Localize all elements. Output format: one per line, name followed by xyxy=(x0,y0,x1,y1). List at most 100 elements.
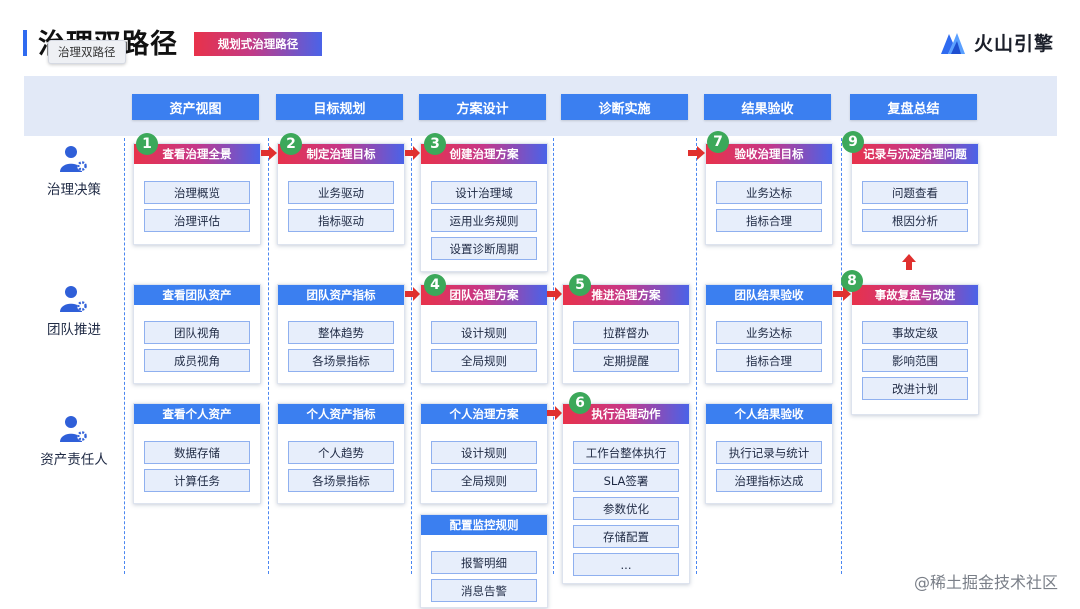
step-card: 事故复盘与改进 事故定级 影响范围 改进计划 xyxy=(851,284,979,415)
card-item: 改进计划 xyxy=(862,377,968,400)
card-item: 全局规则 xyxy=(431,469,537,492)
card-item: 整体趋势 xyxy=(288,321,394,344)
card-title: 查看个人资产 xyxy=(134,404,260,424)
card-title: 记录与沉淀治理问题 xyxy=(852,144,978,164)
arrow-right-icon xyxy=(261,146,277,160)
card-title: 团队资产指标 xyxy=(278,285,404,305)
card-title: 个人治理方案 xyxy=(421,404,547,424)
card-title: 制定治理目标 xyxy=(278,144,404,164)
step-badge: 6 xyxy=(569,392,591,414)
card-item: SLA签署 xyxy=(573,469,679,492)
step-card: 个人治理方案 设计规则 全局规则 xyxy=(420,403,548,504)
arrow-right-icon xyxy=(405,146,420,160)
card-title: 推进治理方案 xyxy=(563,285,689,305)
card-title: 配置监控规则 xyxy=(421,515,547,535)
step-badge: 2 xyxy=(280,133,302,155)
card-item: 根因分析 xyxy=(862,209,968,232)
card-item: 设计规则 xyxy=(431,321,537,344)
card-item: 治理概览 xyxy=(144,181,250,204)
card-item: 全局规则 xyxy=(431,349,537,372)
arrow-right-icon xyxy=(547,406,562,420)
card-item: 问题查看 xyxy=(862,181,968,204)
step-badge: 1 xyxy=(136,133,158,155)
card-item: 治理评估 xyxy=(144,209,250,232)
step-badge: 4 xyxy=(424,274,446,296)
card-item: 治理指标达成 xyxy=(716,469,822,492)
step-badge: 8 xyxy=(841,270,863,292)
step-card: 制定治理目标 业务驱动 指标驱动 xyxy=(277,143,405,245)
title-accent-bar xyxy=(23,30,27,56)
watermark: @稀土掘金技术社区 xyxy=(913,573,1058,592)
column-header: 资产视图 xyxy=(132,94,259,120)
card-item: 业务达标 xyxy=(716,181,822,204)
column-divider xyxy=(696,138,697,574)
step-badge: 7 xyxy=(707,131,729,153)
step-card: 查看团队资产 团队视角 成员视角 xyxy=(133,284,261,384)
card-item: 业务达标 xyxy=(716,321,822,344)
card-item: 各场景指标 xyxy=(288,349,394,372)
card-item: 数据存储 xyxy=(144,441,250,464)
user-gear-icon xyxy=(60,416,87,442)
column-divider xyxy=(411,138,412,574)
column-divider xyxy=(841,138,842,574)
role-asset-owner: 资产责任人 xyxy=(34,414,114,468)
card-title: 查看治理全景 xyxy=(134,144,260,164)
card-item: 设计治理域 xyxy=(431,181,537,204)
column-divider xyxy=(124,138,125,574)
step-card: 个人资产指标 个人趋势 各场景指标 xyxy=(277,403,405,504)
step-card: 验收治理目标 业务达标 指标合理 xyxy=(705,143,833,245)
brand-name: 火山引擎 xyxy=(973,33,1054,55)
path-type-tag: 规划式治理路径 xyxy=(194,32,322,56)
role-decision: 治理决策 xyxy=(34,144,114,198)
arrow-right-icon xyxy=(405,287,420,301)
card-title: 验收治理目标 xyxy=(706,144,832,164)
card-item: 个人趋势 xyxy=(288,441,394,464)
card-item: 消息告警 xyxy=(431,579,537,602)
step-card: 配置监控规则 报警明细 消息告警 xyxy=(420,514,548,608)
card-title: 创建治理方案 xyxy=(421,144,547,164)
column-divider xyxy=(268,138,269,574)
card-item: 业务驱动 xyxy=(288,181,394,204)
card-item: 指标驱动 xyxy=(288,209,394,232)
card-item: 工作台整体执行 xyxy=(573,441,679,464)
volcano-logo-icon xyxy=(940,32,965,54)
step-card: 推进治理方案 拉群督办 定期提醒 xyxy=(562,284,690,384)
card-title: 事故复盘与改进 xyxy=(852,285,978,305)
title-tooltip: 治理双路径 xyxy=(48,40,126,64)
card-title: 个人结果验收 xyxy=(706,404,832,424)
role-label: 团队推进 xyxy=(47,322,101,338)
card-title: 个人资产指标 xyxy=(278,404,404,424)
card-item: 事故定级 xyxy=(862,321,968,344)
role-team: 团队推进 xyxy=(34,284,114,338)
role-label: 治理决策 xyxy=(47,182,101,198)
arrow-up-icon xyxy=(902,254,916,270)
card-item: 指标合理 xyxy=(716,349,822,372)
arrow-right-icon xyxy=(833,287,851,301)
step-card: 查看治理全景 治理概览 治理评估 xyxy=(133,143,261,245)
card-item: 执行记录与统计 xyxy=(716,441,822,464)
arrow-right-icon xyxy=(688,146,705,160)
step-badge: 9 xyxy=(842,131,864,153)
card-item: ... xyxy=(573,553,679,576)
column-header: 复盘总结 xyxy=(850,94,977,120)
card-item: 影响范围 xyxy=(862,349,968,372)
card-item: 存储配置 xyxy=(573,525,679,548)
card-title: 查看团队资产 xyxy=(134,285,260,305)
column-divider xyxy=(553,138,554,574)
step-card: 团队治理方案 设计规则 全局规则 xyxy=(420,284,548,384)
step-card: 执行治理动作 工作台整体执行 SLA签署 参数优化 存储配置 ... xyxy=(562,403,690,584)
brand-logo: 火山引擎 xyxy=(940,29,1054,56)
card-item: 计算任务 xyxy=(144,469,250,492)
step-card: 个人结果验收 执行记录与统计 治理指标达成 xyxy=(705,403,833,504)
step-card: 查看个人资产 数据存储 计算任务 xyxy=(133,403,261,504)
step-badge: 5 xyxy=(569,274,591,296)
card-title: 执行治理动作 xyxy=(563,404,689,424)
column-header: 结果验收 xyxy=(704,94,831,120)
step-card: 记录与沉淀治理问题 问题查看 根因分析 xyxy=(851,143,979,245)
step-card: 团队资产指标 整体趋势 各场景指标 xyxy=(277,284,405,384)
card-item: 设计规则 xyxy=(431,441,537,464)
card-title: 团队治理方案 xyxy=(421,285,547,305)
column-header: 目标规划 xyxy=(276,94,403,120)
card-item: 成员视角 xyxy=(144,349,250,372)
